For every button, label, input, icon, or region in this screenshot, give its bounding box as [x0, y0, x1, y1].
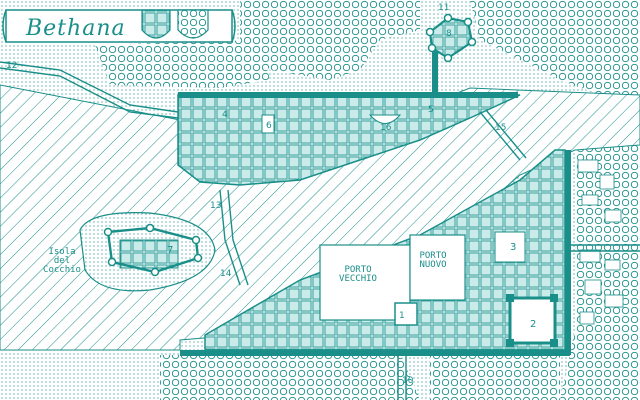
- loc-10: 10: [402, 376, 414, 386]
- forest-areas: [95, 0, 640, 400]
- loc-2: 2: [530, 319, 536, 330]
- roads: [0, 61, 640, 400]
- block-3: [494, 231, 526, 263]
- right-crest-icon: [177, 9, 209, 39]
- east-suburbs: [577, 159, 624, 325]
- loc-7: 7: [167, 245, 173, 256]
- gate-1: [394, 302, 418, 326]
- loc-5: 5: [428, 105, 434, 115]
- loc-8: 8: [446, 29, 452, 39]
- harbor-labels: PORTO VECCHIO PORTO NUOVO: [339, 251, 447, 284]
- loc-4: 4: [222, 110, 228, 120]
- svg-text:PORTO: PORTO: [419, 251, 446, 261]
- svg-text:Cocchio: Cocchio: [43, 265, 81, 275]
- svg-text:VECCHIO: VECCHIO: [339, 274, 377, 284]
- loc-3: 3: [510, 242, 516, 253]
- title-banner: Bethana: [2, 9, 236, 43]
- loc-1: 1: [399, 311, 405, 321]
- left-crest-icon: [141, 9, 171, 39]
- south-district[interactable]: [180, 149, 571, 356]
- svg-text:del: del: [54, 256, 70, 266]
- island-label: Isola del Cocchio: [43, 247, 81, 275]
- fortress-2: [508, 296, 557, 345]
- loc-14: 14: [220, 269, 232, 279]
- island-towers: [103, 223, 203, 277]
- svg-text:PORTO: PORTO: [344, 265, 371, 275]
- porto-nuovo-basin: [409, 234, 466, 301]
- north-district[interactable]: [177, 92, 521, 186]
- loc-16: 16: [380, 123, 392, 133]
- loc-6: 6: [266, 121, 272, 131]
- svg-text:NUOVO: NUOVO: [419, 260, 446, 270]
- location-numbers[interactable]: 1 2 3 4 5 6 7 8 10 11 12 13 14 15 16: [6, 3, 536, 386]
- fortress-8[interactable]: [425, 13, 477, 96]
- loc-15: 15: [495, 123, 506, 133]
- loc-13: 13: [210, 201, 221, 211]
- loc-12: 12: [6, 61, 17, 71]
- loc-11: 11: [438, 3, 449, 13]
- svg-text:Isola: Isola: [48, 247, 75, 257]
- map-title: Bethana: [25, 16, 126, 41]
